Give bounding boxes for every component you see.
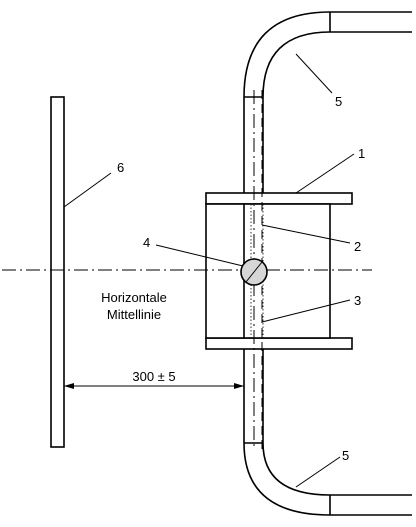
dimension-300 (64, 383, 244, 389)
label-1: 1 (358, 146, 365, 161)
tube-5 (243, 11, 412, 516)
label-2: 2 (354, 239, 361, 254)
leader-1 (295, 153, 355, 194)
label-5-bottom: 5 (342, 448, 349, 463)
plate-6 (50, 96, 65, 448)
clamp-1 (205, 192, 353, 350)
label-6: 6 (117, 160, 124, 175)
clamp-bottom-plate (205, 337, 353, 350)
leader-2 (261, 224, 351, 244)
leader-4 (155, 244, 244, 267)
centerline-label-line1: Horizontale (101, 290, 167, 305)
clamp-body (205, 203, 331, 339)
leader-6 (63, 172, 112, 208)
leader-5-bottom (295, 456, 341, 488)
leader-3 (261, 299, 351, 323)
label-3: 3 (354, 293, 361, 308)
sensor-4-hatch (245, 261, 263, 283)
clamp-top-plate (205, 192, 353, 205)
dimension-label: 300 ± 5 (132, 369, 175, 384)
leader-5-top (295, 53, 333, 94)
centerline-label-line2: Mittellinie (107, 307, 161, 322)
label-4: 4 (143, 235, 150, 250)
label-5-top: 5 (335, 94, 342, 109)
